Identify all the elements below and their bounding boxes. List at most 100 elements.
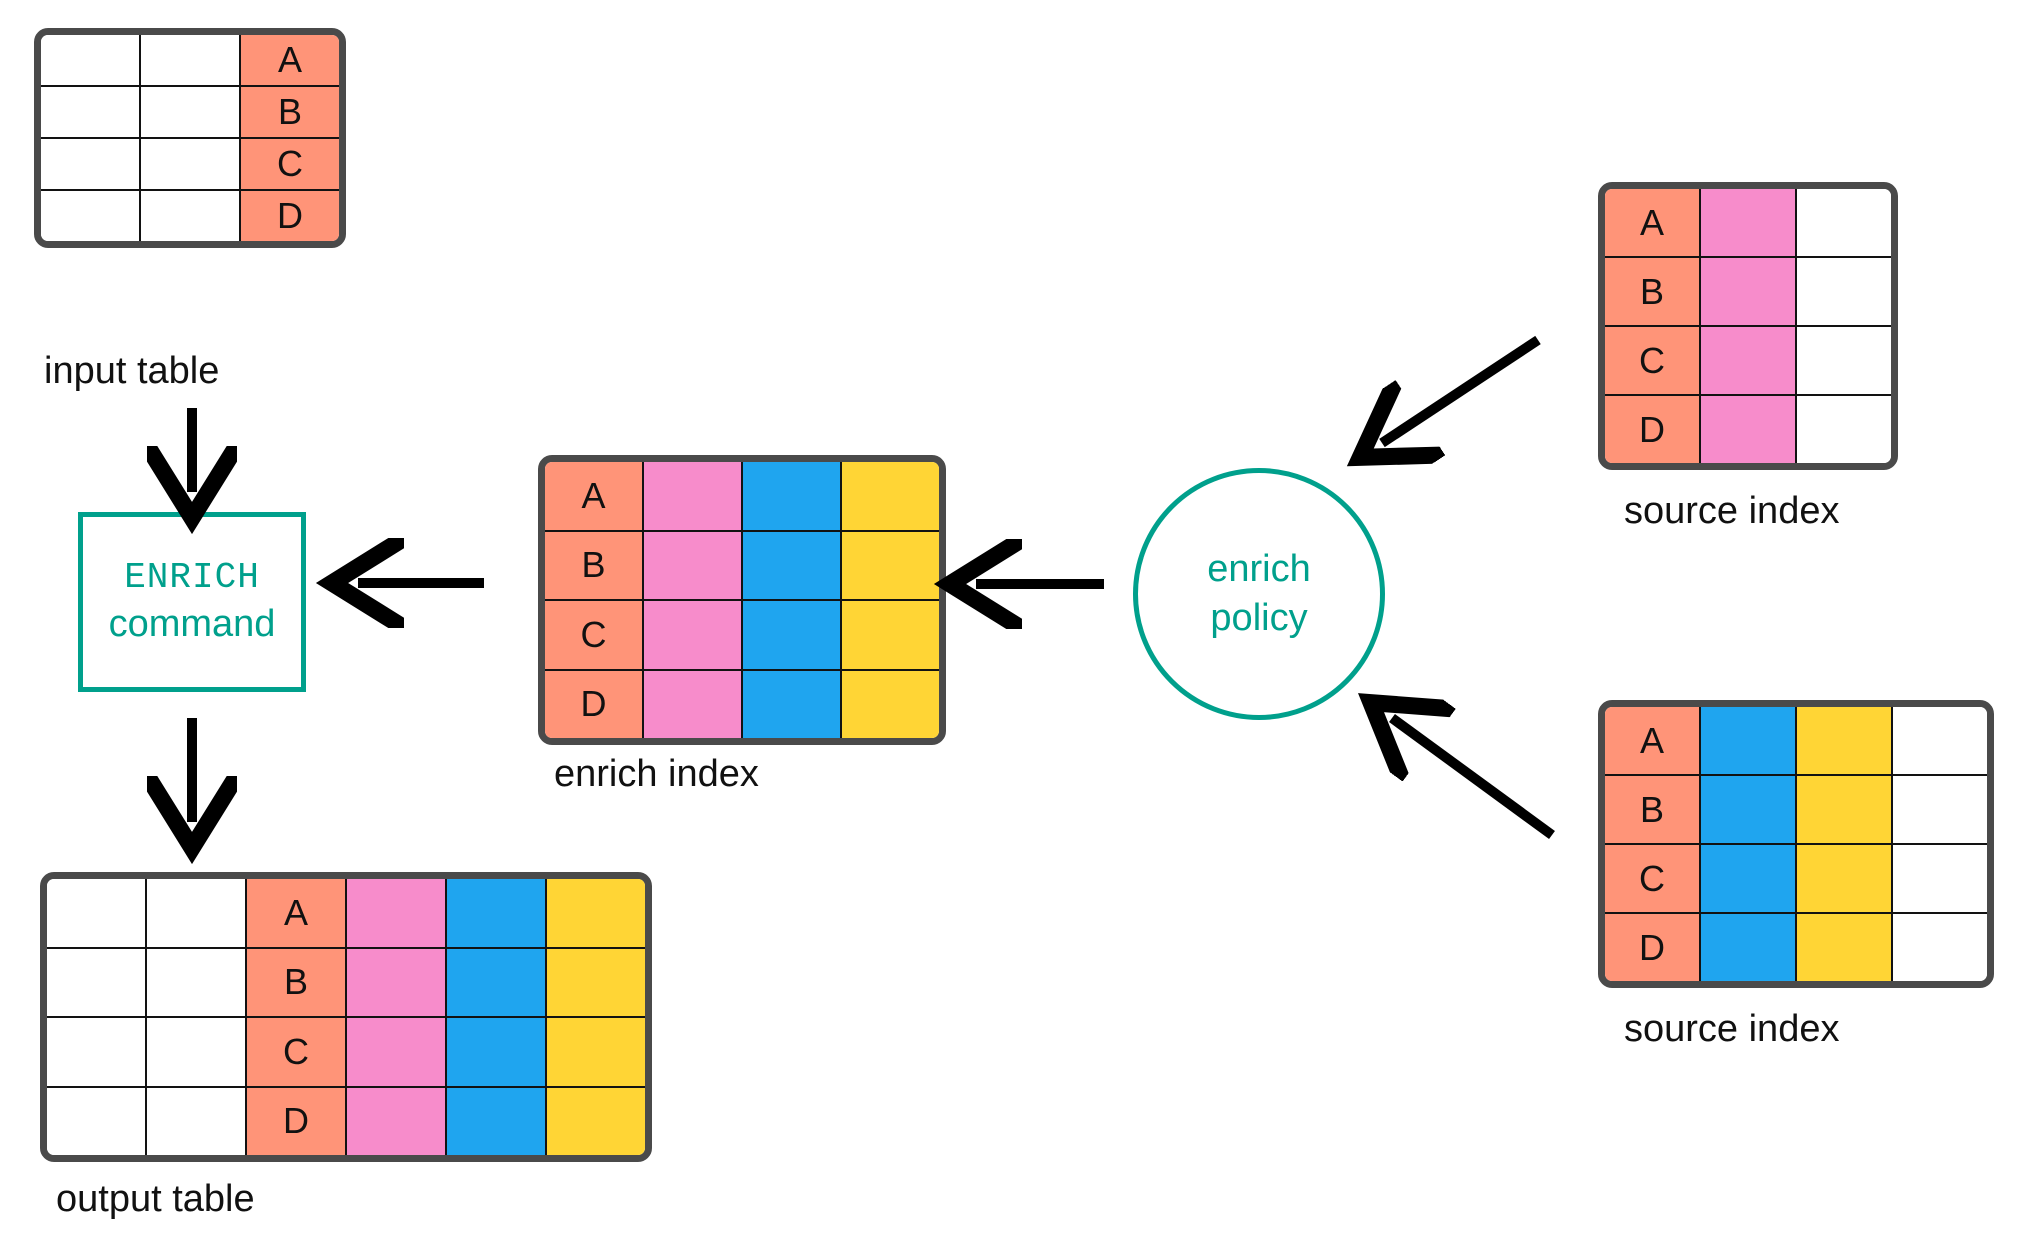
input-table-caption: input table <box>44 350 220 392</box>
table-cell <box>1701 914 1797 981</box>
table-cell <box>547 1087 645 1155</box>
table-row: B <box>1605 776 1987 845</box>
table-cell <box>1893 914 1987 981</box>
table-cell <box>47 948 147 1016</box>
table-row: A <box>41 35 339 87</box>
table-cell <box>547 879 645 947</box>
table-cell: A <box>1605 707 1701 774</box>
table-cell <box>447 1087 547 1155</box>
table-cell: B <box>1605 258 1701 325</box>
table-cell: C <box>247 1018 347 1086</box>
table-cell <box>644 601 743 669</box>
table-cell <box>842 462 939 530</box>
enrich-command-box[interactable]: ENRICH command <box>78 512 306 692</box>
table-cell: A <box>241 35 339 85</box>
table-cell: C <box>545 601 644 669</box>
arrow-source-index-top-to-enrich-policy <box>1382 335 1541 443</box>
table-cell: A <box>545 462 644 530</box>
table-cell <box>644 462 743 530</box>
table-cell <box>743 462 842 530</box>
table-row: A <box>47 879 645 949</box>
table-cell <box>1701 776 1797 843</box>
table-cell <box>147 948 247 1016</box>
table-cell <box>447 948 547 1016</box>
table-cell <box>1797 707 1893 774</box>
enrich-index-caption: enrich index <box>554 753 759 795</box>
table-cell: B <box>1605 776 1701 843</box>
table-cell: D <box>1605 914 1701 981</box>
table-row: B <box>1605 258 1891 327</box>
table-cell <box>147 1087 247 1155</box>
enrich-policy-line1: enrich <box>1207 548 1311 591</box>
table-row: B <box>41 87 339 139</box>
table-cell <box>47 1087 147 1155</box>
table-cell <box>147 1018 247 1086</box>
table-row: D <box>545 670 939 738</box>
table-row: D <box>1605 914 1987 981</box>
table-cell <box>141 139 241 189</box>
table-row: C <box>1605 845 1987 914</box>
table-row: A <box>545 462 939 532</box>
table-cell <box>1797 327 1891 394</box>
table-row: B <box>47 948 645 1018</box>
table-cell <box>1701 707 1797 774</box>
table-cell <box>1893 776 1987 843</box>
table-row: A <box>1605 189 1891 258</box>
table-cell <box>47 1018 147 1086</box>
table-cell <box>47 879 147 947</box>
table-cell <box>1797 914 1893 981</box>
source-index-bottom-caption: source index <box>1624 1008 1840 1050</box>
table-cell <box>1797 396 1891 463</box>
table-cell <box>447 879 547 947</box>
table-cell: A <box>247 879 347 947</box>
table-cell <box>147 879 247 947</box>
table-row: C <box>41 139 339 191</box>
table-cell <box>141 35 241 85</box>
table-cell <box>743 670 842 738</box>
table-cell <box>1797 776 1893 843</box>
table-cell <box>1701 845 1797 912</box>
table-cell: C <box>241 139 339 189</box>
table-cell <box>743 601 842 669</box>
table-cell <box>842 670 939 738</box>
arrow-source-index-bottom-to-enrich-policy <box>1392 718 1555 840</box>
table-cell <box>547 948 645 1016</box>
table-row: D <box>47 1087 645 1155</box>
output-table-caption: output table <box>56 1178 255 1220</box>
table-cell <box>1701 189 1797 256</box>
table-cell <box>347 948 447 1016</box>
table-cell <box>1701 258 1797 325</box>
table-cell <box>1893 845 1987 912</box>
table-cell <box>1701 327 1797 394</box>
table-cell: C <box>1605 327 1701 394</box>
table-cell <box>1701 396 1797 463</box>
table-cell <box>547 1018 645 1086</box>
table-row: A <box>1605 707 1987 776</box>
table-cell <box>41 139 141 189</box>
table-row: C <box>47 1018 645 1088</box>
table-cell: D <box>545 670 644 738</box>
table-row: C <box>545 601 939 671</box>
enrich-policy-node[interactable]: enrich policy <box>1133 468 1385 720</box>
table-row: D <box>1605 396 1891 463</box>
table-cell <box>743 531 842 599</box>
table-cell <box>347 1087 447 1155</box>
table-cell <box>347 1018 447 1086</box>
table-cell: A <box>1605 189 1701 256</box>
table-cell: D <box>1605 396 1701 463</box>
table-cell: B <box>247 948 347 1016</box>
table-cell: B <box>545 531 644 599</box>
source-index-top-caption: source index <box>1624 490 1840 532</box>
table-cell: C <box>1605 845 1701 912</box>
table-cell <box>141 87 241 137</box>
table-cell <box>141 191 241 241</box>
table-cell <box>41 35 141 85</box>
table-cell: D <box>247 1087 347 1155</box>
enrich-command-line2: command <box>108 602 276 645</box>
table-cell <box>1893 707 1987 774</box>
table-cell <box>41 191 141 241</box>
table-row: B <box>545 531 939 601</box>
